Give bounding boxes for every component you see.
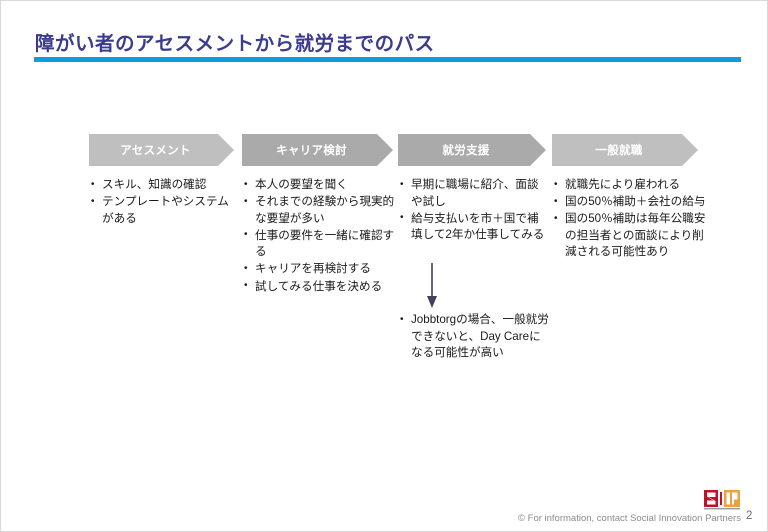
stage-label: 就労支援 — [442, 145, 490, 157]
list-item: Jobbtorgの場合、一般就労できないと、Day Careになる可能性が高い — [400, 312, 552, 362]
sip-logo — [704, 490, 740, 510]
down-arrow-icon — [427, 263, 437, 308]
list-item: 国の50％補助は毎年公職安の担当者との面談により削減される可能性あり — [554, 211, 706, 261]
note-jobbtorg: Jobbtorgの場合、一般就労できないと、Day Careになる可能性が高い — [400, 312, 552, 362]
bullet-list: Jobbtorgの場合、一般就労できないと、Day Careになる可能性が高い — [400, 312, 552, 362]
bullet-list: 本人の要望を聞く それまでの経験から現実的な要望が多い 仕事の要件を一緒に確認す… — [244, 177, 396, 295]
bullet-list: スキル、知識の確認 テンプレートやシステムがある — [91, 177, 239, 227]
footer-copyright: © For information, contact Social Innova… — [518, 513, 741, 524]
column-general-employment: 就職先により雇われる 国の50％補助＋会社の給与 国の50％補助は毎年公職安の担… — [554, 177, 706, 261]
list-item: キャリアを再検討する — [244, 261, 396, 278]
stage-label: 一般就職 — [595, 145, 643, 157]
stage-chevron-employment-support[interactable]: 就労支援 — [398, 134, 546, 166]
stage-chevron-general-employment[interactable]: 一般就職 — [552, 134, 698, 166]
list-item: テンプレートやシステムがある — [91, 194, 239, 227]
list-item: 給与支払いを市＋国で補填して2年か仕事してみる — [400, 210, 550, 244]
list-item: 試してみる仕事を決める — [244, 278, 396, 296]
bullet-list: 早期に職場に紹介、面談や試し 給与支払いを市＋国で補填して2年か仕事してみる — [400, 176, 550, 244]
stage-label: キャリア検討 — [276, 145, 347, 157]
list-item: 仕事の要件を一緒に確認する — [244, 227, 396, 261]
page-title: 障がい者のアセスメントから就労までのパス — [35, 33, 435, 55]
stage-chevron-assessment[interactable]: アセスメント — [89, 134, 234, 166]
list-item: 本人の要望を聞く — [244, 177, 396, 194]
column-employment-support: 早期に職場に紹介、面談や試し 給与支払いを市＋国で補填して2年か仕事してみる — [400, 176, 550, 244]
list-item: 国の50％補助＋会社の給与 — [554, 194, 706, 211]
column-assessment: スキル、知識の確認 テンプレートやシステムがある — [91, 177, 239, 228]
column-career-review: 本人の要望を聞く それまでの経験から現実的な要望が多い 仕事の要件を一緒に確認す… — [244, 177, 396, 296]
page-number: 2 — [746, 510, 753, 522]
stage-chevron-career-review[interactable]: キャリア検討 — [242, 134, 393, 166]
bullet-list: 就職先により雇われる 国の50％補助＋会社の給与 国の50％補助は毎年公職安の担… — [554, 177, 706, 261]
list-item: それまでの経験から現実的な要望が多い — [244, 194, 396, 227]
list-item: 就職先により雇われる — [554, 177, 706, 194]
list-item: 早期に職場に紹介、面談や試し — [400, 176, 550, 210]
title-underline-rule — [34, 57, 741, 62]
list-item: スキル、知識の確認 — [91, 177, 239, 194]
stage-label: アセスメント — [120, 145, 191, 157]
